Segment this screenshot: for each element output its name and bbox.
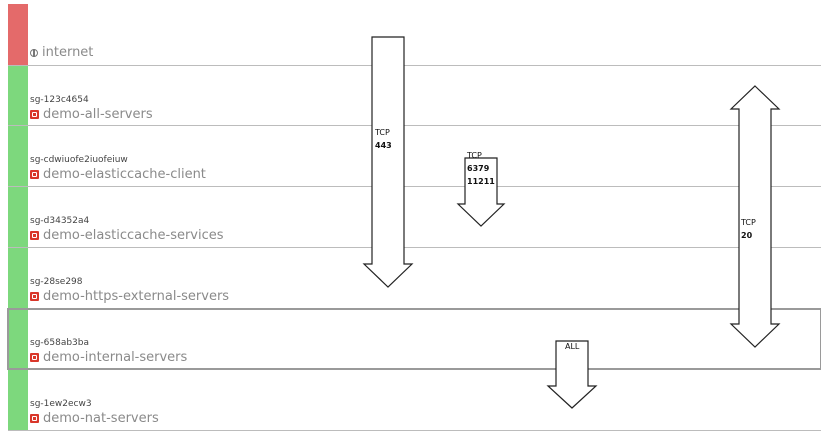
row-label: demo-elasticcache-services xyxy=(43,228,224,243)
row-divider xyxy=(8,186,821,187)
sg-id: sg-123c4654 xyxy=(30,95,89,105)
security-group-icon xyxy=(30,292,39,301)
row-divider xyxy=(8,125,821,126)
row-divider xyxy=(8,65,821,66)
sg-id: sg-1ew2ecw3 xyxy=(30,399,92,409)
rule-protocol: TCP xyxy=(740,218,756,227)
row-demo-elasticcache-client[interactable]: sg-cdwiuofe2iuofeiuw demo-elasticcache-c… xyxy=(0,126,821,187)
row-stripe xyxy=(8,66,28,126)
row-name[interactable]: demo-https-external-servers xyxy=(30,289,229,304)
row-name-internet[interactable]: internet xyxy=(30,45,93,60)
rule-port: 11211 xyxy=(467,177,495,186)
row-stripe xyxy=(8,187,28,248)
row-label: demo-elasticcache-client xyxy=(43,167,206,182)
row-demo-all-servers[interactable]: sg-123c4654 demo-all-servers xyxy=(0,66,821,126)
row-label: demo-internal-servers xyxy=(43,350,188,365)
rule-arrow-all[interactable]: ALL xyxy=(546,340,598,409)
sg-id: sg-28se298 xyxy=(30,277,83,287)
globe-icon xyxy=(30,48,38,57)
row-stripe-internet xyxy=(8,4,28,66)
row-internet[interactable]: internet xyxy=(0,4,821,66)
rule-protocol: TCP xyxy=(466,151,482,160)
rule-arrow-tcp-443[interactable]: TCP 443 xyxy=(362,36,414,288)
row-name[interactable]: demo-elasticcache-client xyxy=(30,167,206,182)
rule-protocol: ALL xyxy=(565,342,580,351)
row-divider xyxy=(8,247,821,248)
sg-id: sg-658ab3ba xyxy=(30,338,90,348)
rule-protocol: TCP xyxy=(374,128,390,137)
row-label: internet xyxy=(42,45,94,60)
row-name[interactable]: demo-all-servers xyxy=(30,107,153,122)
rule-arrow-tcp-20[interactable]: TCP 20 xyxy=(729,85,781,348)
row-name[interactable]: demo-elasticcache-services xyxy=(30,228,224,243)
security-group-icon xyxy=(30,414,39,423)
rule-port: 20 xyxy=(741,231,753,240)
row-label: demo-nat-servers xyxy=(43,411,159,426)
row-stripe xyxy=(8,370,28,431)
row-stripe xyxy=(8,309,28,370)
security-group-icon xyxy=(30,353,39,362)
sg-id: sg-d34352a4 xyxy=(30,216,90,226)
row-label: demo-https-external-servers xyxy=(43,289,230,304)
row-demo-nat-servers[interactable]: sg-1ew2ecw3 demo-nat-servers xyxy=(0,370,821,431)
row-name[interactable]: demo-nat-servers xyxy=(30,411,159,426)
row-demo-elasticcache-services[interactable]: sg-d34352a4 demo-elasticcache-services xyxy=(0,187,821,248)
rule-port: 6379 xyxy=(467,164,490,173)
security-group-icon xyxy=(30,110,39,119)
row-label: demo-all-servers xyxy=(43,107,153,122)
row-stripe xyxy=(8,248,28,309)
rule-arrow-tcp-6379-11211[interactable]: TCP 6379 11211 xyxy=(456,151,506,227)
row-name[interactable]: demo-internal-servers xyxy=(30,350,187,365)
rule-port: 443 xyxy=(375,141,392,150)
row-divider xyxy=(8,430,821,431)
row-stripe xyxy=(8,126,28,187)
security-group-icon xyxy=(30,231,39,240)
sg-id: sg-cdwiuofe2iuofeiuw xyxy=(30,155,128,165)
security-group-icon xyxy=(30,170,39,179)
